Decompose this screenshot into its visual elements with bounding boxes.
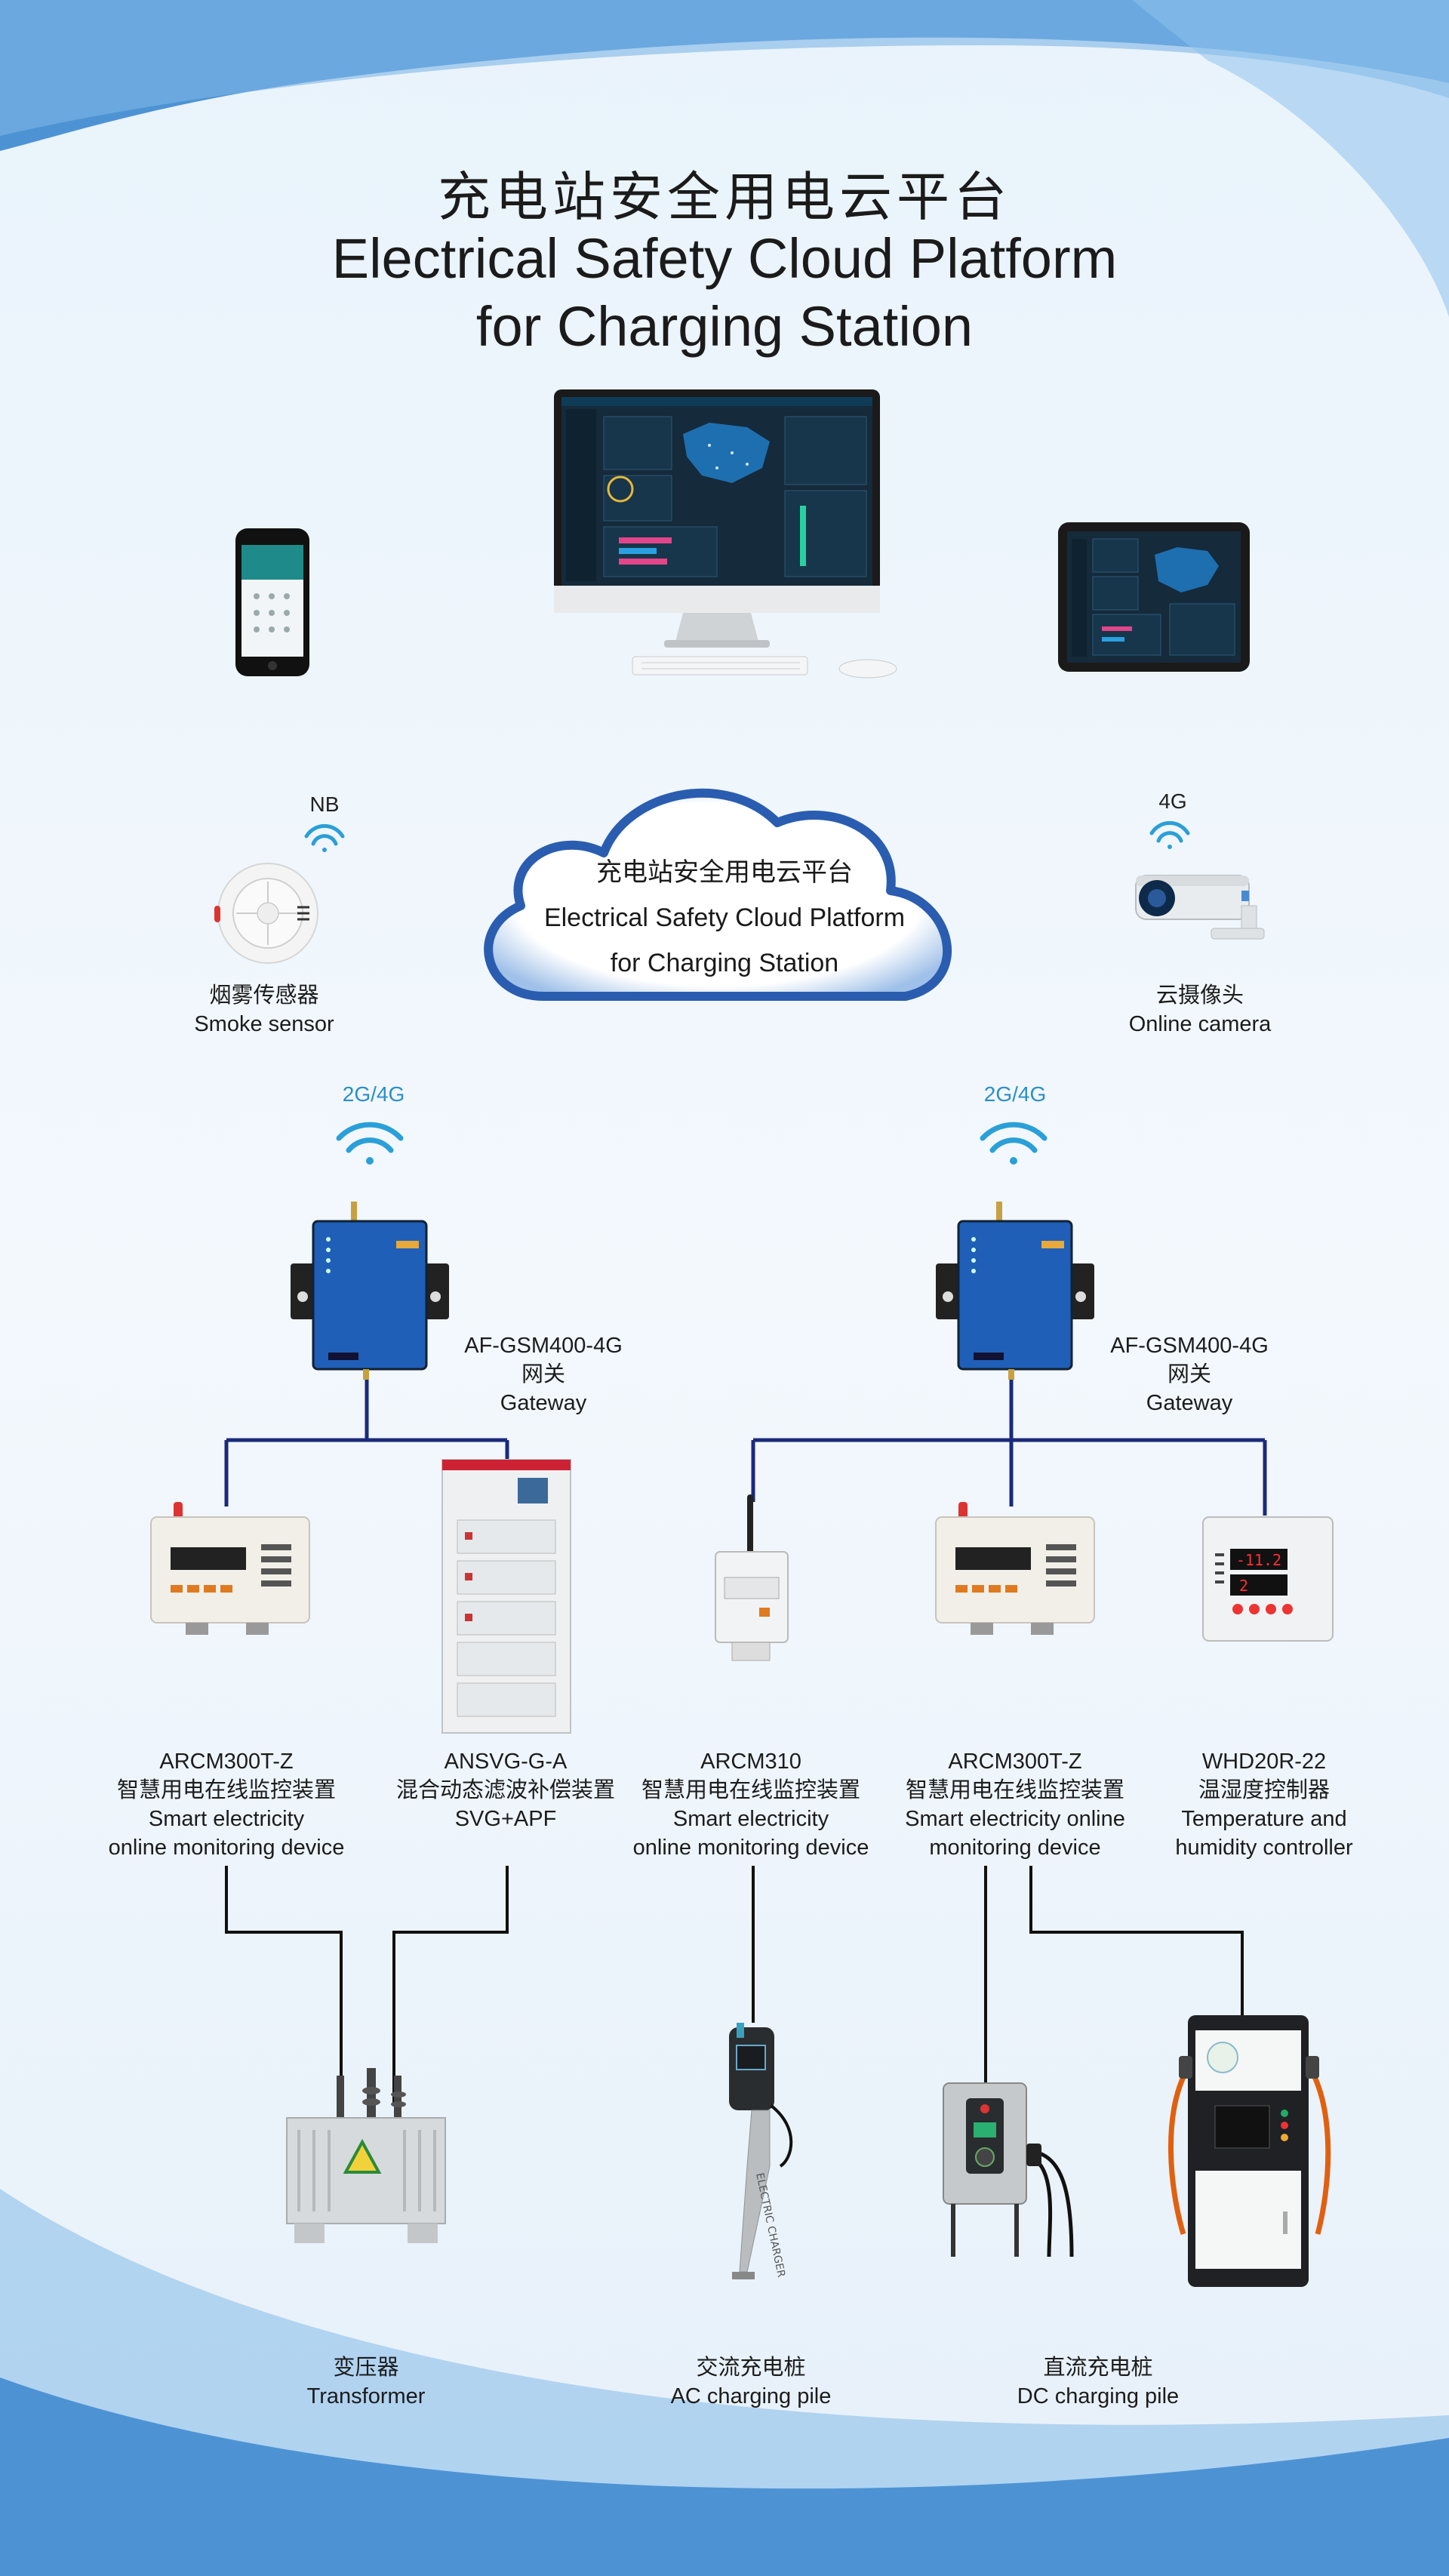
device-5-en1: Temperature and	[1181, 1807, 1347, 1831]
whd-screen-bottom: 2	[1239, 1577, 1248, 1595]
page-title-en-line2: for Charging Station	[475, 295, 974, 358]
device-label-2: ANSVG-G-A 混合动态滤波补偿装置 SVG+APF	[385, 1747, 626, 1833]
device-3-en2: online monitoring device	[632, 1836, 869, 1860]
device-3-model: ARCM310	[700, 1750, 801, 1774]
device-5-model: WHD20R-22	[1201, 1750, 1327, 1774]
power-lines	[225, 1866, 1244, 2106]
camera-label-en: Online camera	[1128, 1012, 1272, 1036]
device-2-en1: SVG+APF	[454, 1807, 557, 1831]
gateway-left-signal-tag: 2G/4G	[342, 1082, 405, 1106]
device-1-en1: Smart electricity	[148, 1807, 305, 1831]
smoke-sensor-icon	[214, 863, 318, 964]
cloud-label-en2: for Charging Station	[610, 949, 839, 977]
wifi-icon-gateway-left	[336, 1122, 404, 1165]
gateway-right-icon	[936, 1202, 1094, 1380]
arcm300t-right-icon	[935, 1502, 1095, 1635]
gateway-bus-lines	[224, 1377, 1267, 1516]
gateway-left-cn: 网关	[521, 1362, 565, 1386]
smoke-sensor-label: 烟雾传感器 Smoke sensor	[151, 981, 377, 1039]
smoke-sensor-label-cn: 烟雾传感器	[209, 983, 319, 1008]
ac-pile-text: ELECTRIC CHARGER	[753, 2172, 787, 2279]
gateway-left-model: AF-GSM400-4G	[464, 1334, 623, 1358]
camera-icon	[1135, 875, 1265, 940]
device-3-cn: 智慧用电在线监控装置	[641, 1778, 860, 1802]
device-label-1: ARCM300T-Z 智慧用电在线监控装置 Smart electricity …	[91, 1747, 362, 1862]
cloud-shape	[484, 788, 952, 1001]
device-4-en2: monitoring device	[929, 1836, 1101, 1860]
camera-signal-tag: 4G	[1158, 789, 1187, 813]
wifi-icon-smoke	[304, 823, 345, 852]
device-1-cn: 智慧用电在线监控装置	[116, 1778, 336, 1802]
device-label-5: WHD20R-22 温湿度控制器 Temperature and humidit…	[1147, 1747, 1381, 1862]
cloud-label-cn: 充电站安全用电云平台	[596, 858, 853, 887]
camera-label: 云摄像头 Online camera	[1087, 981, 1313, 1039]
transformer-icon	[286, 2068, 446, 2243]
page-title-cn: 充电站安全用电云平台	[438, 166, 1011, 228]
ac-pile-label-en: AC charging pile	[670, 2384, 832, 2408]
whd20r-icon: -11.2 2	[1202, 1516, 1334, 1642]
device-1-model: ARCM300T-Z	[159, 1750, 294, 1774]
gateway-right-cn: 网关	[1167, 1362, 1211, 1386]
gateway-left-en: Gateway	[500, 1391, 587, 1415]
arcm310-icon	[715, 1494, 789, 1661]
ac-charging-pile-icon: ELECTRIC CHARGER	[729, 2023, 793, 2279]
cloud-label: 充电站安全用电云平台 Electrical Safety Cloud Platf…	[483, 850, 966, 986]
device-1-en2: online monitoring device	[108, 1836, 345, 1860]
wifi-icon-gateway-right	[980, 1122, 1048, 1165]
wifi-icon-camera	[1149, 820, 1190, 849]
smoke-signal-tag: NB	[309, 792, 340, 816]
whd-screen-top: -11.2	[1236, 1551, 1281, 1569]
smoke-sensor-label-en: Smoke sensor	[194, 1012, 334, 1036]
device-3-en1: Smart electricity	[672, 1807, 829, 1831]
transformer-label-cn: 变压器	[333, 2356, 399, 2380]
gateway-right-signal-tag: 2G/4G	[983, 1082, 1047, 1106]
gateway-left-label: AF-GSM400-4G 网关 Gateway	[423, 1331, 664, 1417]
endpoint-label-dc: 直流充电桩 DC charging pile	[974, 2353, 1223, 2411]
monitor-icon	[554, 389, 897, 679]
device-4-cn: 智慧用电在线监控装置	[905, 1778, 1124, 1802]
tablet-icon	[1058, 522, 1250, 672]
page-title-en: Electrical Safety Cloud Platform for Cha…	[0, 225, 1449, 361]
device-5-cn: 温湿度控制器	[1198, 1778, 1330, 1802]
device-2-cn: 混合动态滤波补偿装置	[395, 1778, 615, 1802]
gateway-right-label: AF-GSM400-4G 网关 Gateway	[1069, 1331, 1310, 1417]
smartphone-icon	[235, 528, 309, 676]
cloud-label-en1: Electrical Safety Cloud Platform	[543, 903, 906, 932]
endpoint-label-ac: 交流充电桩 AC charging pile	[626, 2353, 875, 2411]
dc-charging-pile-icon	[1168, 2015, 1331, 2287]
ac-pile-label-cn: 交流充电桩	[696, 2356, 806, 2380]
device-label-4: ARCM300T-Z 智慧用电在线监控装置 Smart electricity …	[887, 1747, 1143, 1862]
gateway-right-en: Gateway	[1146, 1391, 1233, 1415]
device-5-en2: humidity controller	[1175, 1836, 1353, 1860]
transformer-label-en: Transformer	[306, 2384, 426, 2408]
device-label-3: ARCM310 智慧用电在线监控装置 Smart electricity onl…	[619, 1747, 883, 1862]
ansvg-cabinet-icon	[441, 1459, 571, 1734]
arcm300t-left-icon	[150, 1502, 310, 1635]
dc-pile-label-en: DC charging pile	[1017, 2384, 1180, 2408]
device-2-model: ANSVG-G-A	[444, 1750, 568, 1774]
gateway-right-model: AF-GSM400-4G	[1110, 1334, 1269, 1358]
endpoint-label-transformer: 变压器 Transformer	[242, 2353, 491, 2411]
device-4-model: ARCM300T-Z	[948, 1750, 1082, 1774]
dc-wallbox-icon	[943, 2082, 1074, 2257]
dc-pile-label-cn: 直流充电桩	[1043, 2356, 1153, 2380]
camera-label-cn: 云摄像头	[1155, 983, 1244, 1008]
page-title-en-line1: Electrical Safety Cloud Platform	[331, 227, 1118, 290]
gateway-left-icon	[291, 1202, 449, 1380]
device-4-en1: Smart electricity online	[905, 1807, 1125, 1831]
